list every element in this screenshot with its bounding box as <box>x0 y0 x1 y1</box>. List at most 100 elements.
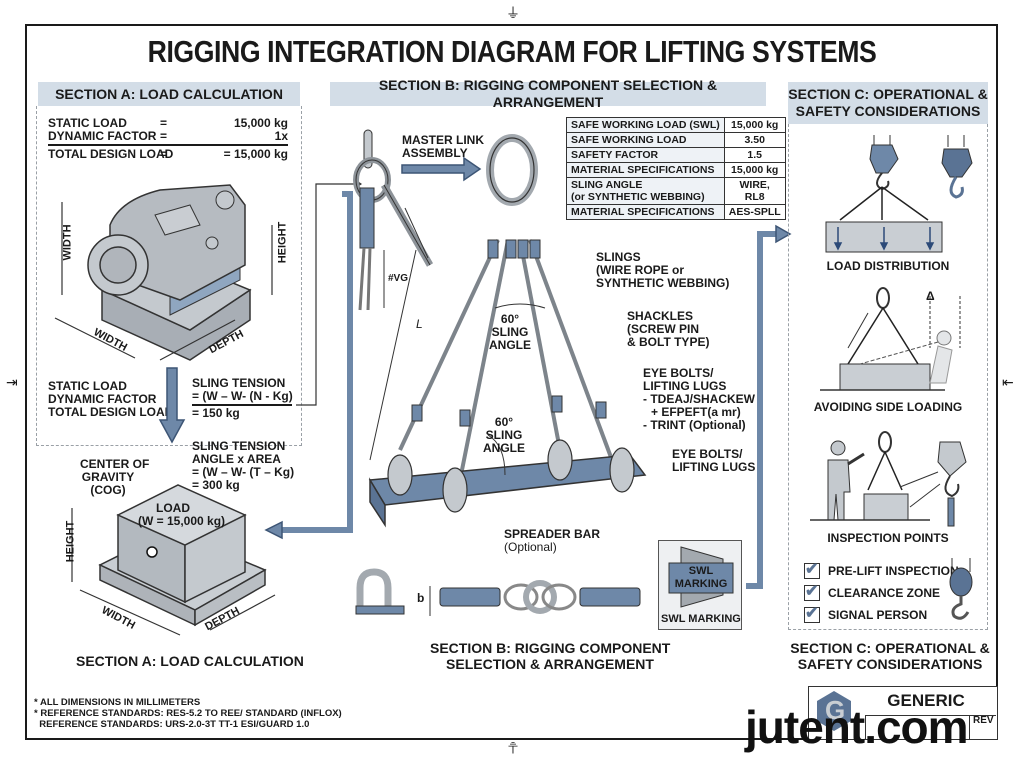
calc-op: = <box>160 129 168 143</box>
spec-label: SAFE WORKING LOAD (SWL) <box>566 117 725 133</box>
calc-row-dynamic: DYNAMIC FACTOR = 1x <box>48 129 288 143</box>
sling-tension-2-line2: ANGLE x AREA <box>192 452 281 466</box>
master-link-label-line: MASTER LINK <box>402 133 484 147</box>
calc-value: = 15,000 kg <box>223 147 288 161</box>
down-arrow-icon <box>158 367 186 444</box>
titleblock-name: GENERIC <box>887 691 965 710</box>
checkbox-checked-icon[interactable] <box>804 559 820 579</box>
b-dimension-label: b <box>417 591 425 605</box>
left-center-marker-icon: ⇥ <box>6 374 18 390</box>
callout-line: LIFTING LUGS <box>672 460 756 474</box>
callout-eye-bolts-1: EYE BOLTS/ LIFTING LUGS - TDEAJ/SHACKEW … <box>643 367 755 432</box>
caption-line: SELECTION & ARRANGEMENT <box>446 656 654 672</box>
connector-line <box>296 183 356 406</box>
swl-plate-icon <box>668 546 734 608</box>
cog-label-line: GRAVITY <box>81 470 135 484</box>
section-a-panel <box>36 106 302 446</box>
master-link-label: MASTER LINK ASSEMBLY <box>402 134 484 160</box>
sling-tension-2-result: = 300 kg <box>192 478 240 492</box>
spec-value: 1.5 <box>723 147 786 163</box>
callout-line: (Optional) <box>504 540 557 554</box>
swl-marking-inner: SWL MARKING <box>673 565 729 591</box>
calc-op: = <box>160 116 168 130</box>
sling-detail-icon <box>353 129 434 311</box>
inspection-icon <box>810 431 967 527</box>
callout-line: (WIRE ROPE or <box>596 263 685 277</box>
summary-total-design-load: TOTAL DESIGN LOAD <box>48 405 174 419</box>
callout-spreader-bar: SPREADER BAR (Optional) <box>504 528 600 554</box>
left-arrow-icon <box>264 520 283 540</box>
checkbox-checked-icon[interactable] <box>804 603 820 623</box>
load-label-line: (W = 15,000 kg) <box>138 514 226 528</box>
return-arrow-shaft <box>282 191 353 533</box>
callout-angle-top: 60° SLING ANGLE <box>488 313 532 352</box>
spec-value: 15,000 kg <box>723 117 786 133</box>
machine-body-icon <box>87 184 252 361</box>
side-loading-icon <box>820 287 961 391</box>
callout-line: & BOLT TYPE) <box>627 335 710 349</box>
ferrules <box>411 239 607 427</box>
calc-op: = <box>160 147 168 161</box>
checklist-label: PRE-LIFT INSPECTION <box>828 564 959 578</box>
calc-value: 1x <box>274 129 288 143</box>
sling-end-icon <box>439 587 501 607</box>
angle-arc-top <box>494 303 546 309</box>
calc-row-static: STATIC LOAD = 15,000 kg <box>48 116 288 130</box>
cog-marker-icon <box>146 546 158 558</box>
shackle-icon <box>356 568 392 608</box>
cog-label-line: CENTER OF <box>80 457 150 471</box>
load-label: LOAD (W = 15,000 kg) <box>138 502 226 528</box>
callout-eye-bolts-2: EYE BOLTS/ LIFTING LUGS <box>672 448 755 474</box>
spec-label: SAFETY FACTOR <box>566 147 725 163</box>
callout-line: - TRINT (Optional) <box>643 418 746 432</box>
cog-label: CENTER OF GRAVITY (COG) <box>80 457 150 497</box>
swl-arrow-shaft <box>746 231 776 589</box>
section-a-caption: SECTION A: LOAD CALCULATION <box>76 653 304 669</box>
callout-line: - TDEAJ/SHACKEW <box>643 392 756 406</box>
spec-value: 15,000 kg <box>723 162 786 178</box>
right-center-marker-icon: ⇤ <box>1002 374 1014 390</box>
load-distribution-icon <box>825 135 973 253</box>
callout-line: SPREADER BAR <box>504 527 601 541</box>
callout-line: SLING <box>491 325 529 339</box>
angle-arc-bottom <box>487 434 506 476</box>
caption-line: SECTION C: OPERATIONAL & <box>790 640 990 656</box>
dim-line <box>54 317 136 359</box>
ring-icon <box>523 580 557 614</box>
calc-divider <box>48 144 288 146</box>
callout-slings: SLINGS (WIRE ROPE or SYNTHETIC WEBBING) <box>596 251 729 290</box>
callout-line: SLINGS <box>596 250 641 264</box>
callout-line: SHACKLES <box>627 309 694 323</box>
sling-tension-2-title: SLING TENSION <box>192 439 286 453</box>
footer-note: * ALL DIMENSIONS IN MILLIMETERS <box>34 697 201 708</box>
spec-value: 3.50 <box>723 132 786 148</box>
load-block-isometric <box>71 484 276 636</box>
title-block: G GENERIC REV <box>808 686 998 740</box>
callout-line: SYNTHETIC WEBBING) <box>596 276 730 290</box>
callout-line: ANGLE <box>483 441 525 455</box>
section-b-caption: SECTION B: RIGGING COMPONENT SELECTION &… <box>430 640 670 672</box>
checkbox-checked-icon[interactable] <box>804 581 820 601</box>
calc-label: STATIC LOAD <box>48 116 127 130</box>
rigging-assembly <box>368 134 647 528</box>
watermark: jutent.com <box>745 701 969 753</box>
footer-notes: * ALL DIMENSIONS IN MILLIMETERS * REFERE… <box>34 697 342 730</box>
section-a-header: SECTION A: LOAD CALCULATION <box>38 82 300 106</box>
master-link-label-line: ASSEMBLY <box>402 146 468 160</box>
sling-dim-label: #VG <box>388 273 409 284</box>
right-arrow-icon <box>775 224 792 244</box>
section-b-header: SECTION B: RIGGING COMPONENT SELECTION &… <box>330 77 766 110</box>
header-line: SAFETY CONSIDERATIONS <box>795 103 981 119</box>
calc-label: DYNAMIC FACTOR <box>48 129 157 143</box>
cog-label-line: (COG) <box>90 483 126 497</box>
spec-label: SAFE WORKING LOAD <box>566 132 725 148</box>
label-inspection-points: INSPECTION POINTS <box>827 531 949 545</box>
summary-static-load: STATIC LOAD <box>48 379 127 393</box>
delta-symbol: Δ <box>926 289 935 303</box>
swl-line: MARKING <box>674 578 728 590</box>
callout-line: (SCREW PIN <box>627 322 699 336</box>
section-c-panel <box>788 124 988 630</box>
label-side-loading: AVOIDING SIDE LOADING <box>813 400 963 414</box>
checklist-item: PRE-LIFT INSPECTION <box>804 559 959 580</box>
